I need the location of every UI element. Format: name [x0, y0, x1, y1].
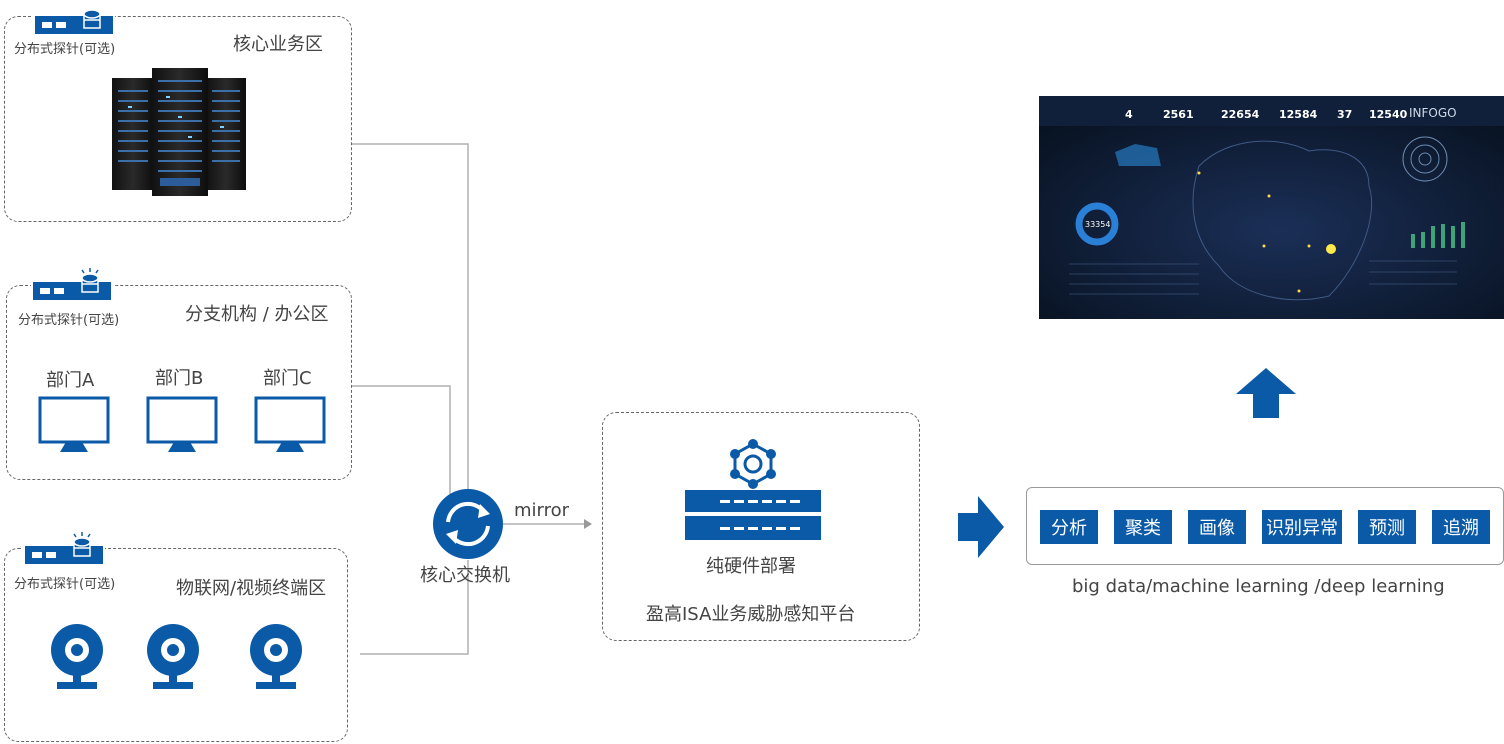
dashboard-stat-1: 4: [1125, 108, 1133, 121]
mirror-arrowhead: [584, 519, 592, 529]
dashboard-stat-3: 22654: [1221, 108, 1260, 121]
platform-name: 盈高ISA业务威胁感知平台: [646, 604, 856, 625]
arrow-up-icon: [1236, 368, 1296, 418]
dashboard-stat-5: 37: [1337, 108, 1353, 121]
probe-label-iot: 分布式探针(可选): [14, 577, 116, 592]
capability-tracing: 追溯: [1432, 510, 1490, 544]
capability-prediction: 预测: [1358, 510, 1416, 544]
zone-branch-office: [6, 285, 352, 480]
capability-clustering: 聚类: [1114, 510, 1172, 544]
dashboard-donut-value: 33354: [1085, 220, 1111, 229]
dashboard-screenshot: 4 2561 22654 12584 37 12540 INFOGO 33354: [1039, 96, 1504, 319]
probe-icon-branch: [31, 268, 113, 302]
mirror-label: mirror: [514, 500, 570, 521]
line-branch-to-switch: [352, 385, 470, 501]
dashboard-stat-2: 2561: [1163, 108, 1194, 121]
probe-icon-core: [33, 9, 115, 36]
capability-profiling: 画像: [1188, 510, 1246, 544]
probe-label-branch: 分布式探针(可选): [18, 313, 120, 328]
monitor-icon-a: [38, 396, 110, 452]
server-rack-icon: [112, 68, 246, 196]
arrow-right-icon: [958, 496, 1004, 558]
zone-iot-video: [4, 548, 348, 742]
dashboard-brand: INFOGO: [1409, 106, 1457, 120]
monitor-icon-b: [146, 396, 218, 452]
dashboard-stat-4: 12584: [1279, 108, 1318, 121]
core-switch-icon: [433, 489, 503, 559]
camera-icon-3: [250, 624, 302, 689]
zone-title-iot: 物联网/视频终端区: [176, 578, 327, 599]
core-switch-label: 核心交换机: [420, 565, 510, 586]
line-iot-to-switch: [360, 560, 469, 655]
dashboard-background: [1039, 96, 1504, 319]
department-label-b: 部门B: [155, 368, 204, 389]
capability-analysis: 分析: [1040, 510, 1098, 544]
line-core-to-switch: [352, 143, 469, 490]
zone-title-branch: 分支机构 / 办公区: [185, 304, 329, 325]
capability-anomaly-detection: 识别异常: [1262, 510, 1342, 544]
platform-box: [602, 412, 920, 641]
capabilities-caption: big data/machine learning /deep learning: [1072, 576, 1445, 597]
probe-label-core: 分布式探针(可选): [14, 42, 116, 57]
camera-icon-1: [51, 624, 103, 689]
camera-icon-2: [147, 624, 199, 689]
hardware-appliance-icon: [685, 439, 821, 540]
zone-core-business: [4, 16, 352, 222]
department-label-c: 部门C: [263, 368, 312, 389]
monitor-icon-c: [254, 396, 326, 452]
probe-icon-iot: [23, 532, 105, 566]
zone-title-core: 核心业务区: [233, 34, 323, 55]
dashboard-stat-6: 12540: [1369, 108, 1408, 121]
deploy-label: 纯硬件部署: [706, 556, 796, 577]
department-label-a: 部门A: [46, 370, 95, 391]
